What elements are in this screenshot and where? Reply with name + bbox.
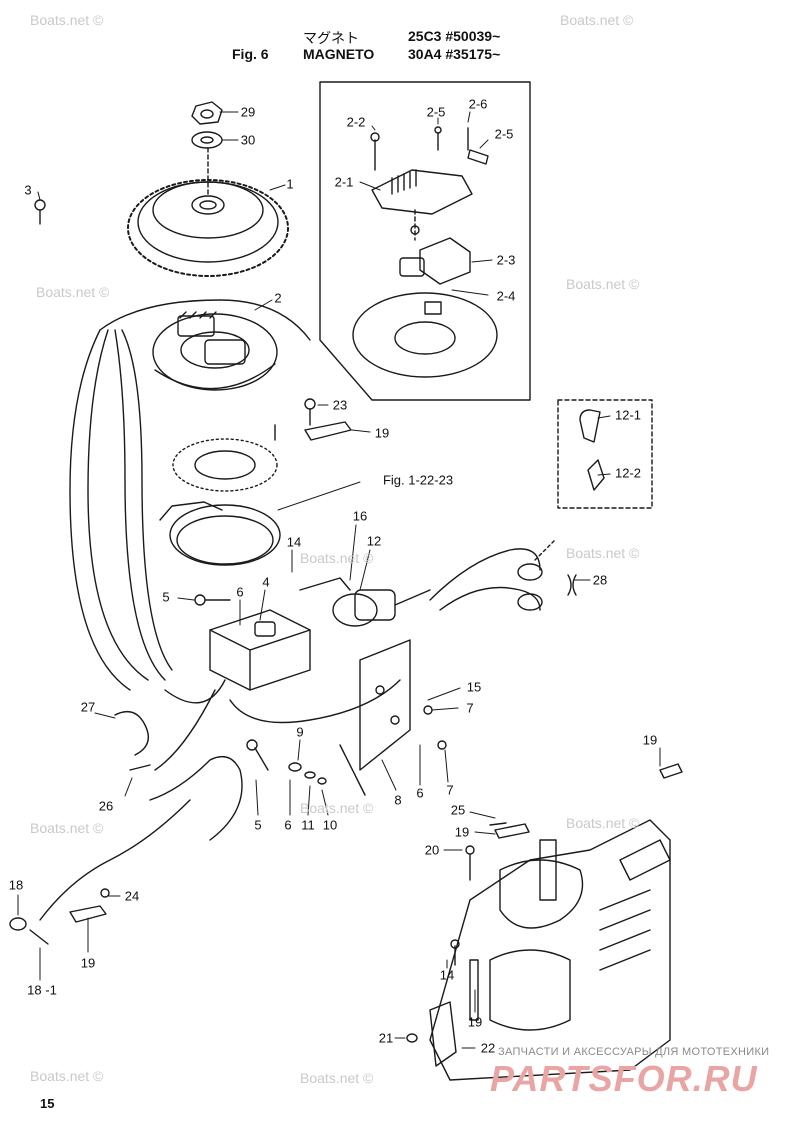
pulser-coil-drawing: [159, 438, 281, 566]
part-label-9: 9: [296, 724, 304, 740]
part-label-2-5-upper: 2-5: [426, 104, 446, 120]
part-label-24: 24: [124, 888, 140, 904]
part-label-2-5-lower: 2-5: [494, 126, 514, 142]
model-range-1: 25C3 #50039~: [408, 28, 501, 44]
model-range-2: 30A4 #35175~: [408, 46, 501, 62]
part-label-18: 18: [8, 877, 24, 893]
flywheel-1-drawing: [127, 147, 289, 277]
watermark: Boats.net ©: [566, 815, 640, 831]
part-label-20: 20: [424, 842, 440, 858]
plug-cap-box: [557, 399, 653, 509]
bracket-8-drawing: [339, 639, 411, 796]
part-label-2-2: 2-2: [346, 114, 366, 130]
part-label-19-right: 19: [642, 732, 658, 748]
part-label-12-2: 12-2: [614, 465, 642, 481]
title-english: MAGNETO: [303, 46, 375, 62]
part-label-12: 12: [366, 533, 382, 549]
part-label-6-right: 6: [416, 785, 424, 801]
part-label-29: 29: [240, 104, 256, 120]
cdi-unit-4-drawing: [209, 609, 311, 691]
part-label-2-6: 2-6: [468, 96, 488, 112]
part-label-28: 28: [592, 572, 608, 588]
engine-block-drawing: [406, 763, 683, 1081]
ignition-coil-12-drawing: [299, 577, 431, 627]
part-label-25: 25: [450, 802, 466, 818]
title-japanese: マグネト: [303, 30, 359, 46]
part-label-19-left: 19: [80, 955, 96, 971]
watermark: Boats.net ©: [560, 12, 634, 28]
clip-28-drawing: [567, 574, 577, 596]
watermark: Boats.net ©: [300, 550, 374, 566]
part-label-27: 27: [80, 699, 96, 715]
part-label-19-mid: 19: [454, 824, 470, 840]
part-label-7-upper: 7: [466, 700, 474, 716]
brand-logo-text: PARTSFOR.RU: [490, 1058, 758, 1099]
part-label-7-lower: 7: [446, 782, 454, 798]
part-label-1: 1: [286, 176, 294, 192]
watermark: Boats.net ©: [566, 545, 640, 561]
part-label-12-1: 12-1: [614, 407, 642, 423]
inset-frame: [319, 81, 531, 401]
inset-parts-drawing: [352, 126, 498, 378]
washer-30-drawing: [191, 131, 223, 149]
stop-switch-harness-drawing: [9, 711, 243, 945]
stator-2-drawing: [152, 311, 278, 391]
part-label-18-1: 18 -1: [27, 982, 57, 998]
part-label-15: 15: [466, 679, 482, 695]
watermark: Boats.net ©: [566, 276, 640, 292]
part-label-10: 10: [322, 817, 338, 833]
band-19-drawing: [304, 421, 352, 441]
wire-harness-drawing: [69, 299, 401, 771]
part-label-19-lower: 19: [467, 1014, 483, 1030]
part-label-2-3: 2-3: [496, 252, 516, 268]
watermark: Boats.net ©: [30, 820, 104, 836]
fig-reference-label: Fig. 1-22-23: [382, 472, 454, 488]
part-label-14-lower: 14: [439, 967, 455, 983]
part-label-23: 23: [332, 397, 348, 413]
part-label-16: 16: [352, 508, 368, 524]
part-label-11: 11: [301, 817, 315, 833]
screw-3-drawing: [34, 199, 46, 225]
part-label-30: 30: [240, 132, 256, 148]
part-label-8: 8: [394, 792, 402, 808]
part-label-2-4: 2-4: [496, 288, 516, 304]
part-label-6-lower: 6: [284, 817, 292, 833]
part-label-21: 21: [378, 1030, 394, 1046]
watermark: Boats.net ©: [300, 1070, 374, 1086]
part-label-2: 2: [274, 290, 282, 306]
watermark: Boats.net ©: [36, 284, 110, 300]
part-label-26: 26: [98, 798, 114, 814]
part-label-14-upper: 14: [286, 534, 302, 550]
watermark: Boats.net ©: [30, 12, 104, 28]
part-label-19-upper: 19: [374, 425, 390, 441]
part-label-5-lower: 5: [254, 817, 262, 833]
page-number: 15: [40, 1096, 55, 1111]
watermark: Boats.net ©: [300, 800, 374, 816]
screw-5-drawing: [194, 594, 447, 785]
screw-23-drawing: [304, 398, 316, 426]
part-label-2-1: 2-1: [334, 174, 354, 190]
high-tension-leads: [429, 539, 556, 611]
part-label-5-upper: 5: [162, 589, 170, 605]
part-label-22: 22: [480, 1040, 496, 1056]
brand-tagline: ЗАПЧАСТИ И АКСЕССУАРЫ ДЛЯ МОТОТЕХНИКИ: [498, 1046, 770, 1058]
watermark: Boats.net ©: [30, 1068, 104, 1084]
part-label-4: 4: [262, 574, 270, 590]
leader-lines: [17, 111, 661, 1049]
part-label-6-upper: 6: [236, 584, 244, 600]
nut-29-drawing: [191, 101, 223, 125]
figure-label: Fig. 6: [232, 46, 269, 62]
part-label-3: 3: [24, 182, 32, 198]
